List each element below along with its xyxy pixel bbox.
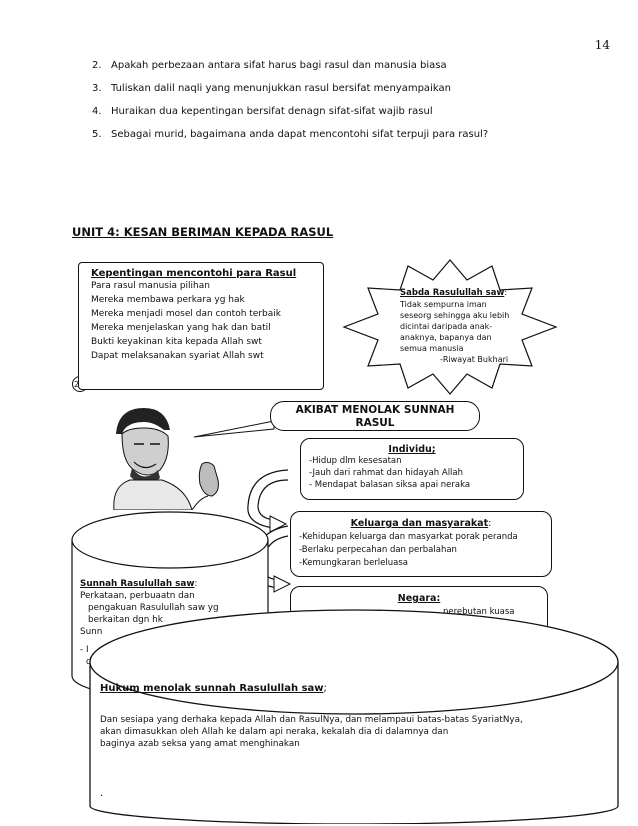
page-number: 14: [594, 38, 610, 52]
scroll-line: Bukti keyakinan kita kepada Allah swt: [91, 337, 262, 347]
sunnah-title: Sunnah Rasulullah saw: [80, 579, 195, 589]
hukum-cylinder: [89, 609, 619, 824]
scroll-curl-number: 2: [74, 380, 80, 389]
sunnah-line: d: [86, 657, 92, 667]
scroll-title: Kepentingan mencontohi para Rasul: [91, 268, 297, 279]
star-line: Tidak sempurna iman: [400, 300, 487, 309]
question-4: 4.Huraikan dua kepentingan bersifat dena…: [92, 106, 433, 117]
question-3: 3.Tuliskan dalil naqli yang menunjukkan …: [92, 83, 451, 94]
star-line: anaknya, bapanya dan: [400, 333, 492, 342]
individu-line: -Jauh dari rahmat dan hidayah Allah: [309, 468, 464, 478]
scroll-line: Mereka membawa perkara yg hak: [91, 295, 245, 305]
hukum-line: akan dimasukkan oleh Allah ke dalam api …: [100, 727, 449, 737]
sunnah-title-suffix: :: [194, 579, 198, 589]
individu-line: - Mendapat balasan siksa apai neraka: [309, 480, 471, 490]
akibat-line1: AKIBAT MENOLAK SUNNAH: [295, 404, 455, 416]
keluarga-title-suffix: :: [488, 518, 492, 529]
sunnah-line: Perkataan, perbuaatn dan: [80, 591, 195, 601]
sunnah-line: Sunn: [80, 627, 103, 637]
star-line: seseorg sehingga aku lebih: [400, 311, 510, 320]
star-title: Sabda Rasulullah saw: [400, 288, 505, 298]
negara-title: Negara:: [397, 593, 441, 604]
sunnah-text: Sunnah Rasulullah saw: Perkataan, perbua…: [80, 578, 219, 668]
star-shape: [342, 259, 558, 395]
keluarga-line: -Kemungkaran berleluasa: [299, 558, 408, 568]
individu-box: Individu; -Hidup dlm kesesatan -Jauh dar…: [300, 438, 524, 500]
scroll-line: Para rasul manusia pilihan: [91, 281, 210, 291]
hukum-heading: Hukum menolak sunnah Rasulullah saw;: [100, 683, 327, 694]
man-illustration: [113, 408, 219, 510]
star-source: -Riwayat Bukhari: [440, 355, 509, 364]
speech-pointer: [193, 420, 275, 438]
sunnah-line: pengakuan Rasulullah saw yg: [88, 603, 219, 613]
keluarga-box: Keluarga dan masyarakat: -Kehidupan kelu…: [290, 511, 552, 577]
keluarga-title: Keluarga dan masyarakat: [350, 518, 489, 529]
star-line: dicintai daripada anak-: [400, 322, 493, 331]
hukum-title: Hukum menolak sunnah Rasulullah saw: [100, 683, 324, 694]
individu-title: Individu;: [388, 444, 436, 455]
hukum-text: Dan sesiapa yang derhaka kepada Allah da…: [100, 714, 523, 750]
individu-line: -Hidup dlm kesesatan: [309, 456, 402, 466]
star-text: Sabda Rasulullah saw: Tidak sempurna ima…: [400, 287, 509, 365]
star-title-suffix: :: [504, 288, 508, 297]
scroll-line: Mereka menjadi mosel dan contoh terbaik: [91, 309, 281, 319]
hukum-title-suffix: ;: [323, 683, 327, 694]
hukum-line: baginya azab seksa yang amat menghinakan: [100, 739, 300, 749]
keluarga-line: -Kehidupan keluarga dan masyarkat porak …: [299, 532, 518, 542]
negara-partial: perebutan kuasa: [443, 607, 515, 617]
question-2: 2.Apakah perbezaan antara sifat harus ba…: [92, 60, 447, 71]
question-5: 5.Sebagai murid, bagaimana anda dapat me…: [92, 129, 489, 140]
akibat-line2: RASUL: [355, 417, 395, 429]
scroll-box: Kepentingan mencontohi para Rasul Para r…: [78, 262, 324, 390]
sunnah-line: - I: [80, 645, 89, 655]
unit-title: UNIT 4: KESAN BERIMAN KEPADA RASUL: [72, 225, 334, 239]
keluarga-line: -Berlaku perpecahan dan perbalahan: [299, 545, 457, 555]
star-line: semua manusia: [400, 344, 464, 353]
hukum-line: Dan sesiapa yang derhaka kepada Allah da…: [100, 715, 523, 725]
scroll-line: Dapat melaksanakan syariat Allah swt: [91, 351, 264, 361]
akibat-box: AKIBAT MENOLAK SUNNAH RASUL: [270, 401, 480, 431]
hukum-end-mark: .: [100, 788, 104, 799]
scroll-line: Mereka menjelaskan yang hak dan batil: [91, 323, 271, 333]
sunnah-line: berkaitan dgn hk: [88, 615, 163, 625]
